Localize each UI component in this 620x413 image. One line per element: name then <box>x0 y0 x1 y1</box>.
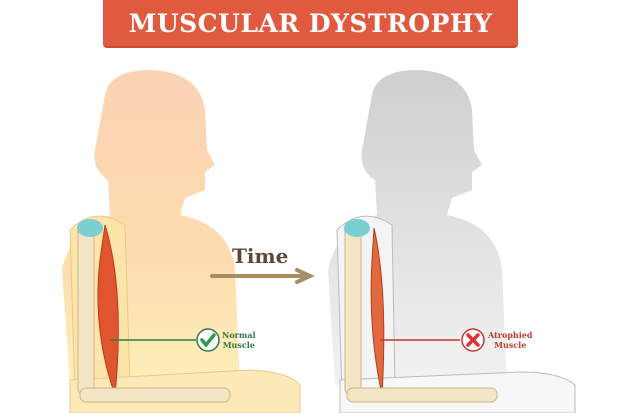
atrophied-label-line1: Atrophied <box>488 330 533 340</box>
page-title: MUSCULAR DYSTROPHY <box>128 8 493 38</box>
shoulder-cartilage-right <box>344 219 370 237</box>
normal-label-line2: Muscle <box>222 340 255 350</box>
time-label: Time <box>232 244 289 268</box>
normal-label-line1: Normal <box>222 330 256 340</box>
title-banner: MUSCULAR DYSTROPHY <box>103 0 518 46</box>
time-arrow <box>210 268 315 284</box>
atrophied-muscle-label: Atrophied Muscle <box>488 330 532 350</box>
atrophied-label-line2: Muscle <box>494 340 527 350</box>
x-icon <box>461 328 485 352</box>
humerus-bone-left <box>77 224 95 396</box>
humerus-bone-right <box>344 224 362 396</box>
shoulder-cartilage-left <box>77 219 103 237</box>
normal-muscle-label: Normal Muscle <box>222 330 256 350</box>
forearm-bone-right <box>346 387 498 403</box>
check-icon <box>196 328 220 352</box>
forearm-bone-left <box>79 387 231 403</box>
